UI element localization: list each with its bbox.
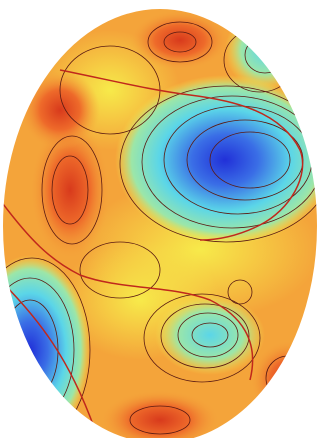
- cyan-basin-lower: [155, 295, 265, 375]
- boundary-lines: [2, 69, 304, 431]
- contour-line: [2, 257, 91, 438]
- contour-line: [51, 155, 89, 225]
- contour-line: [147, 21, 213, 63]
- boundary-line-lower: [2, 279, 96, 431]
- red-peak-bottom: [100, 390, 220, 438]
- boundary-line-upper: [59, 69, 304, 241]
- contour-line: [177, 312, 239, 358]
- red-peak-left: [30, 120, 110, 260]
- contour-line: [191, 322, 229, 348]
- contour-line: [209, 131, 291, 189]
- contour-line: [160, 303, 250, 369]
- contour-line: [119, 85, 318, 243]
- contour-line: [129, 405, 191, 435]
- contour-line: [163, 31, 197, 53]
- contour-line: [79, 241, 161, 299]
- blue-basin-main: [115, 75, 318, 245]
- contour-line: [143, 293, 261, 383]
- red-peak-top: [130, 10, 230, 70]
- red-peak-upper-left: [20, 70, 100, 150]
- contour-line: [141, 95, 318, 229]
- boundary-line-middle: [2, 199, 254, 381]
- contour-line: [227, 279, 253, 305]
- map-outline: [1, 7, 319, 438]
- contour-line: [41, 135, 103, 245]
